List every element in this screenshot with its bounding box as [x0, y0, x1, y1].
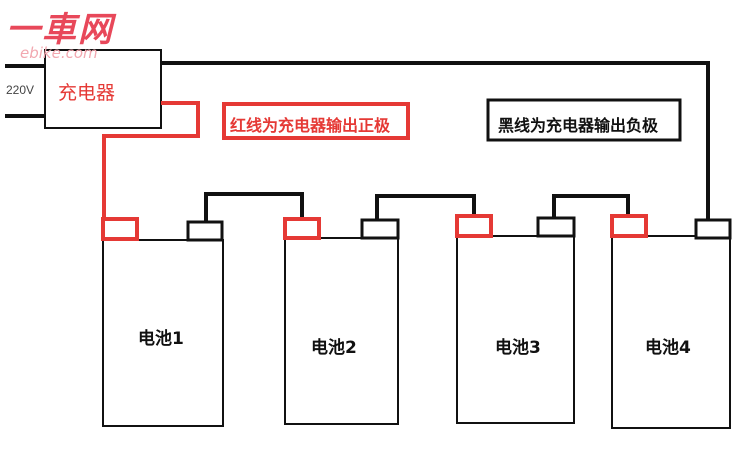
- connector-1-2: [204, 192, 304, 226]
- positive-wire: [102, 101, 200, 222]
- battery-1-negative-terminal: [186, 220, 224, 242]
- battery-2-body: [284, 237, 399, 425]
- logo-domain: ebike.com: [20, 44, 98, 62]
- logo-text: 一車网: [6, 10, 114, 50]
- battery-4-negative-terminal: [694, 218, 732, 240]
- battery-2-positive-terminal: [283, 217, 321, 240]
- battery-1-label: 电池1: [138, 329, 184, 349]
- connector-3-4: [552, 194, 630, 220]
- battery-4-body: [611, 235, 731, 429]
- battery-4-positive-terminal: [610, 214, 648, 238]
- battery-3-positive-terminal: [455, 214, 493, 238]
- input-voltage-label: 220V: [6, 83, 35, 97]
- connector-2-3: [375, 194, 476, 222]
- charger-label: 充电器: [58, 82, 116, 104]
- battery-1-positive-terminal: [101, 217, 139, 241]
- battery-2-negative-terminal: [360, 218, 400, 240]
- charger-box: [44, 49, 162, 129]
- battery-1-body: [102, 239, 224, 427]
- battery-3-body: [456, 235, 575, 424]
- positive-note-box: [222, 102, 410, 140]
- battery-2-label: 电池2: [311, 338, 357, 358]
- negative-note-box: [486, 98, 682, 142]
- battery-4-label: 电池4: [645, 338, 691, 358]
- positive-wire-note: 红线为充电器输出正极: [230, 116, 391, 135]
- battery-3-negative-terminal: [536, 216, 576, 238]
- battery-3-label: 电池3: [495, 338, 541, 358]
- negative-wire: [161, 61, 710, 222]
- negative-wire-note: 黑线为充电器输出负极: [498, 116, 659, 135]
